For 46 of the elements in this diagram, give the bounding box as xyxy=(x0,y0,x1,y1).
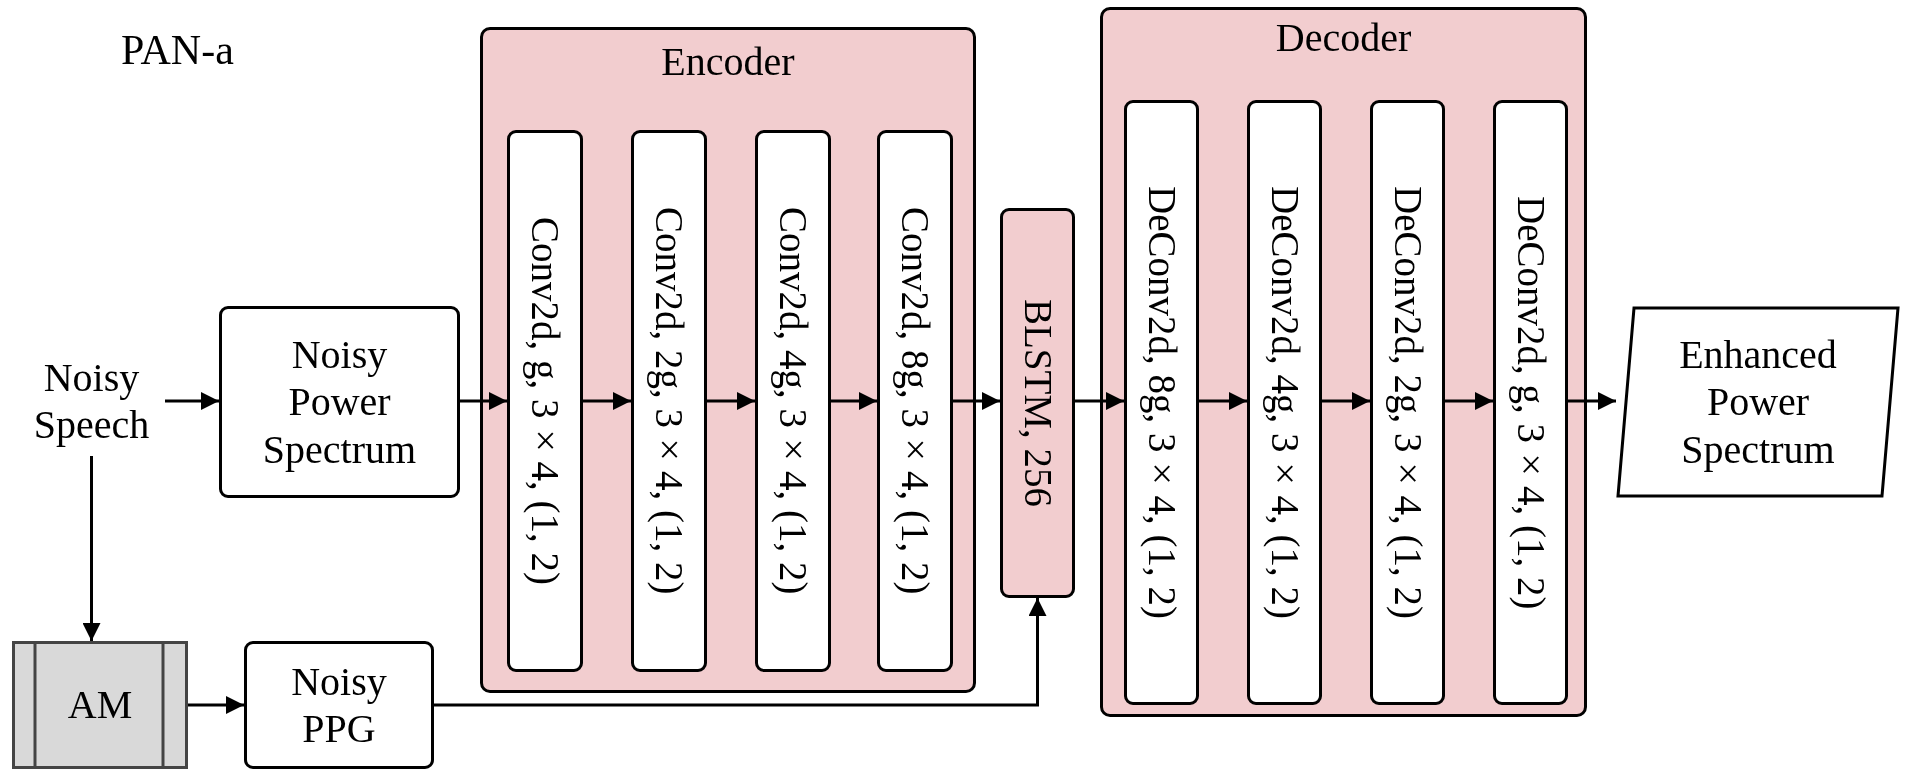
node-label: DeConv2d, g, 3×4, (1, 2) xyxy=(1508,195,1554,610)
layer-box xyxy=(755,130,831,672)
arrow xyxy=(831,392,877,410)
node-label: Noisy PPG xyxy=(290,657,388,753)
node-label: Conv2d, g, 3×4, (1, 2) xyxy=(522,217,568,585)
node-label: DeConv2d, 8g, 3×4, (1, 2) xyxy=(1139,186,1185,619)
predefined-process-box xyxy=(12,641,188,769)
arrow xyxy=(707,392,755,410)
group-heading: Encoder xyxy=(660,38,796,86)
group-panel xyxy=(480,27,976,693)
node-label: Noisy Power Spectrum xyxy=(261,331,418,473)
node-label: AM xyxy=(67,681,133,729)
layer-box xyxy=(1124,100,1199,705)
node-label: BLSTM, 256 xyxy=(1015,299,1061,507)
arrow xyxy=(1568,392,1616,410)
arrow xyxy=(1075,392,1124,410)
layer-box xyxy=(507,130,583,672)
node-label: DeConv2d, 4g, 3×4, (1, 2) xyxy=(1262,186,1308,619)
node-label: Enhanced Power Spectrum xyxy=(1678,331,1838,473)
arrow xyxy=(583,392,631,410)
arrow xyxy=(460,392,507,410)
diagram-title: PAN-a xyxy=(121,26,234,74)
arrow xyxy=(82,456,101,641)
layer-box xyxy=(631,130,707,672)
layer-box xyxy=(1247,100,1322,705)
node-label: DeConv2d, 2g, 3×4, (1, 2) xyxy=(1385,186,1431,619)
group-panel xyxy=(1100,7,1587,717)
node-label: Noisy Speech xyxy=(32,354,151,449)
node-label: Conv2d, 4g, 3×4, (1, 2) xyxy=(770,207,816,595)
process-box xyxy=(244,641,434,769)
arrow xyxy=(1199,392,1247,410)
arrow xyxy=(188,696,244,714)
node-label: Conv2d, 8g, 3×4, (1, 2) xyxy=(892,207,938,595)
arrow xyxy=(165,392,219,410)
arrow xyxy=(953,392,1000,410)
layer-box xyxy=(1370,100,1445,705)
layer-box xyxy=(877,130,953,672)
output-parallelogram xyxy=(1616,306,1900,498)
arrow xyxy=(1445,392,1493,410)
process-box xyxy=(219,306,460,498)
layer-box xyxy=(1000,208,1075,598)
arrow xyxy=(434,598,1047,707)
arrow xyxy=(1322,392,1370,410)
node-label: Conv2d, 2g, 3×4, (1, 2) xyxy=(646,207,692,595)
layer-box xyxy=(1493,100,1568,705)
group-heading: Decoder xyxy=(1274,14,1413,62)
